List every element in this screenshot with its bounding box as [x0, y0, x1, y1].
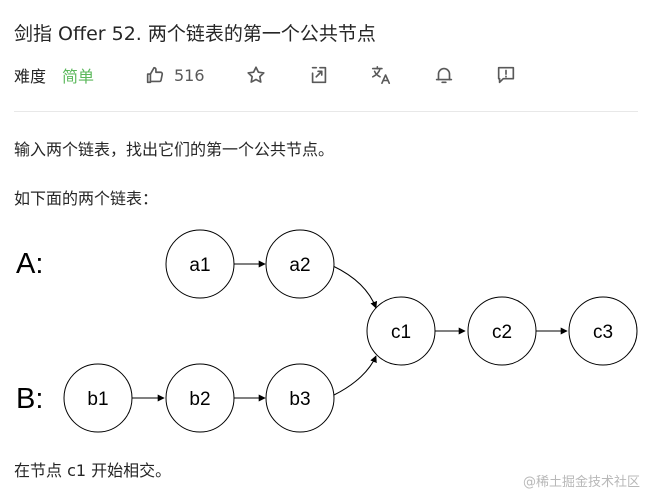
node-c3: c3 [568, 296, 638, 366]
intersection-note: 在节点 c1 开始相交。 [14, 461, 172, 480]
node-a1-label: a1 [189, 255, 210, 276]
feedback-icon [495, 64, 517, 86]
difficulty: 难度 简单 [14, 62, 94, 88]
linked-list-diagram: A: B: a1 a2 c1 c2 c3 b1 b2 b3 [16, 229, 638, 433]
favorite-button[interactable] [245, 62, 267, 88]
edge-a2-c1 [332, 265, 378, 309]
node-c1-label: c1 [391, 322, 411, 343]
list-b-label: B: [16, 383, 43, 415]
like-count: 516 [174, 65, 205, 85]
edge-b3-c1 [333, 355, 377, 396]
node-b1: b1 [63, 363, 133, 433]
problem-title: 剑指 Offer 52. 两个链表的第一个公共节点 [14, 23, 376, 45]
difficulty-value: 简单 [62, 67, 95, 86]
bell-icon [433, 64, 455, 86]
node-b3-label: b3 [289, 389, 310, 410]
subscribe-button[interactable] [433, 62, 455, 88]
watermark: @稀土掘金技术社区 [522, 475, 640, 490]
translate-button[interactable] [370, 62, 392, 88]
node-c1: c1 [366, 296, 436, 366]
translate-icon [370, 64, 392, 86]
problem-description: 输入两个链表，找出它们的第一个公共节点。 [14, 140, 335, 159]
thumbs-up-icon [144, 64, 166, 86]
node-c3-label: c3 [593, 322, 613, 343]
list-a-label: A: [16, 248, 43, 280]
node-c2: c2 [467, 296, 537, 366]
star-icon [245, 64, 267, 86]
node-b2-label: b2 [189, 389, 210, 410]
node-c2-label: c2 [492, 322, 512, 343]
node-b1-label: b1 [87, 389, 108, 410]
share-icon [308, 64, 330, 86]
like-button[interactable]: 516 [144, 62, 205, 88]
node-b3: b3 [265, 363, 335, 433]
node-a1: a1 [165, 229, 235, 299]
share-button[interactable] [308, 62, 330, 88]
node-b2: b2 [165, 363, 235, 433]
header-divider [14, 111, 638, 112]
feedback-button[interactable] [495, 62, 517, 88]
node-a2: a2 [265, 229, 335, 299]
problem-toolbar: 难度 简单 516 [14, 62, 634, 88]
example-intro: 如下面的两个链表： [14, 189, 159, 208]
difficulty-label: 难度 [14, 67, 47, 86]
node-a2-label: a2 [289, 255, 310, 276]
